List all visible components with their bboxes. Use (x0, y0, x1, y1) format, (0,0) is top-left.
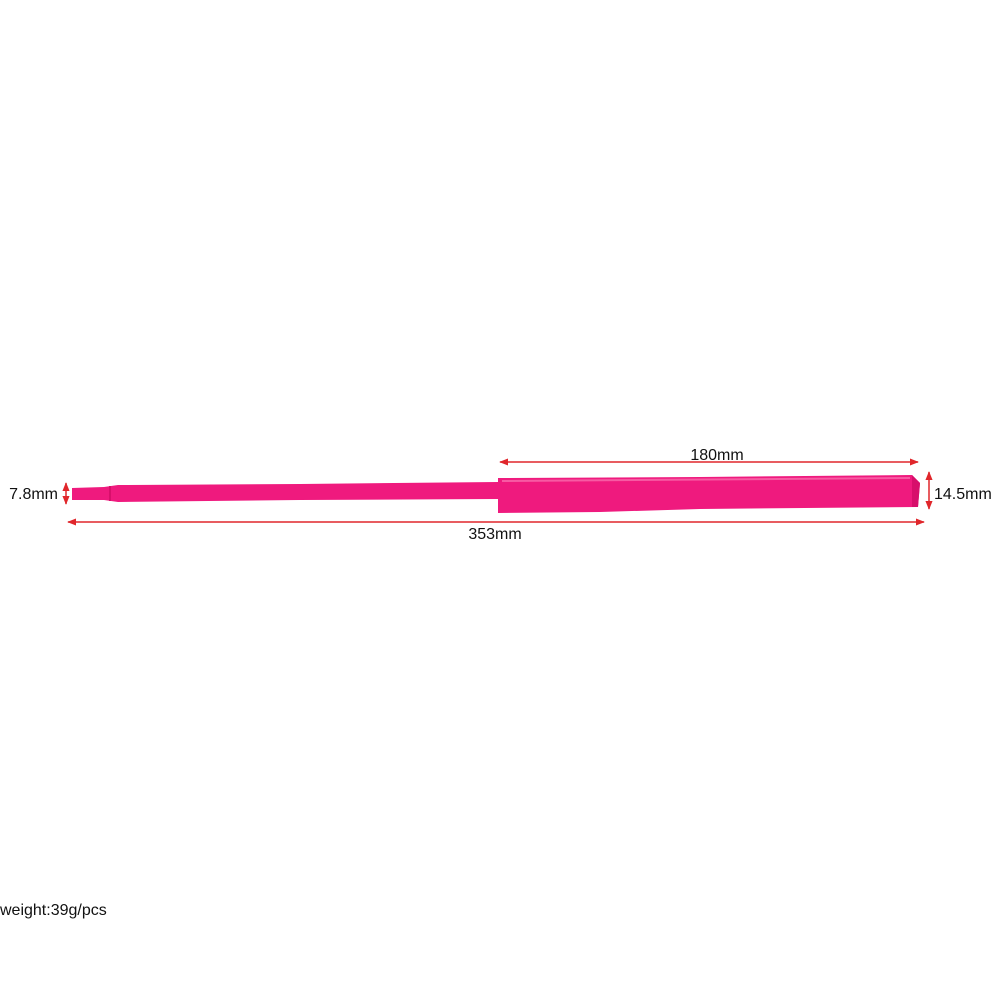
tip-diameter-label: 7.8mm (9, 486, 58, 503)
tube-end-cut (912, 475, 920, 507)
tube-highlight (501, 477, 911, 482)
dimension-end-diameter: 14.5mm (925, 471, 992, 510)
dimension-total-length: 353mm (67, 518, 925, 543)
pink-tube (72, 475, 920, 513)
tube-narrow-section (72, 482, 498, 502)
dimension-wide-section-length: 180mm (499, 447, 919, 466)
total-length-label: 353mm (468, 526, 521, 543)
tube-wide-section (498, 475, 920, 513)
end-diameter-label: 14.5mm (934, 486, 992, 503)
weight-note: weight:39g/pcs (0, 902, 107, 919)
dimension-tip-diameter: 7.8mm (9, 482, 70, 505)
wide-section-length-label: 180mm (690, 447, 743, 464)
